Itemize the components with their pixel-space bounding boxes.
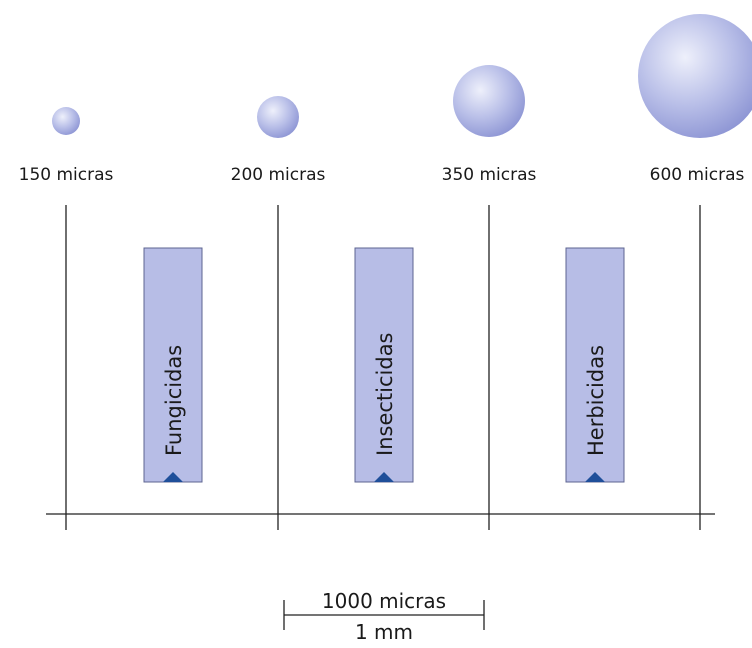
- droplet-label-350: 350 micras: [442, 165, 537, 185]
- droplet-label-150: 150 micras: [19, 165, 114, 185]
- droplet-350: [453, 65, 525, 137]
- bar-label-herbicidas: Herbicidas: [584, 345, 608, 456]
- category-bar-insecticidas: Insecticidas: [354, 247, 414, 483]
- bar-label-fungicidas: Fungicidas: [162, 345, 186, 456]
- droplet-600: [638, 14, 752, 138]
- category-bar-herbicidas: Herbicidas: [565, 247, 625, 483]
- droplet-150: [52, 107, 80, 135]
- marker-triangle-icon: [374, 472, 394, 482]
- scale-bar: 1000 micras 1 mm: [283, 589, 485, 644]
- bar-herbicidas: [565, 247, 625, 483]
- droplets: [52, 14, 752, 138]
- guide-lines: [65, 205, 701, 530]
- scale-bar-bottom-label: 1 mm: [355, 620, 413, 644]
- scale-bar-top-label: 1000 micras: [322, 589, 446, 613]
- droplet-label-200: 200 micras: [231, 165, 326, 185]
- category-bar-fungicidas: Fungicidas: [143, 247, 203, 483]
- droplet-200: [257, 96, 299, 138]
- marker-triangle-icon: [163, 472, 183, 482]
- bar-insecticidas: [354, 247, 414, 483]
- bar-fungicidas: [143, 247, 203, 483]
- droplet-label-600: 600 micras: [650, 165, 745, 185]
- marker-triangle-icon: [585, 472, 605, 482]
- droplet-labels: 150 micras 200 micras 350 micras 600 mic…: [19, 165, 745, 185]
- bar-label-insecticidas: Insecticidas: [373, 333, 397, 457]
